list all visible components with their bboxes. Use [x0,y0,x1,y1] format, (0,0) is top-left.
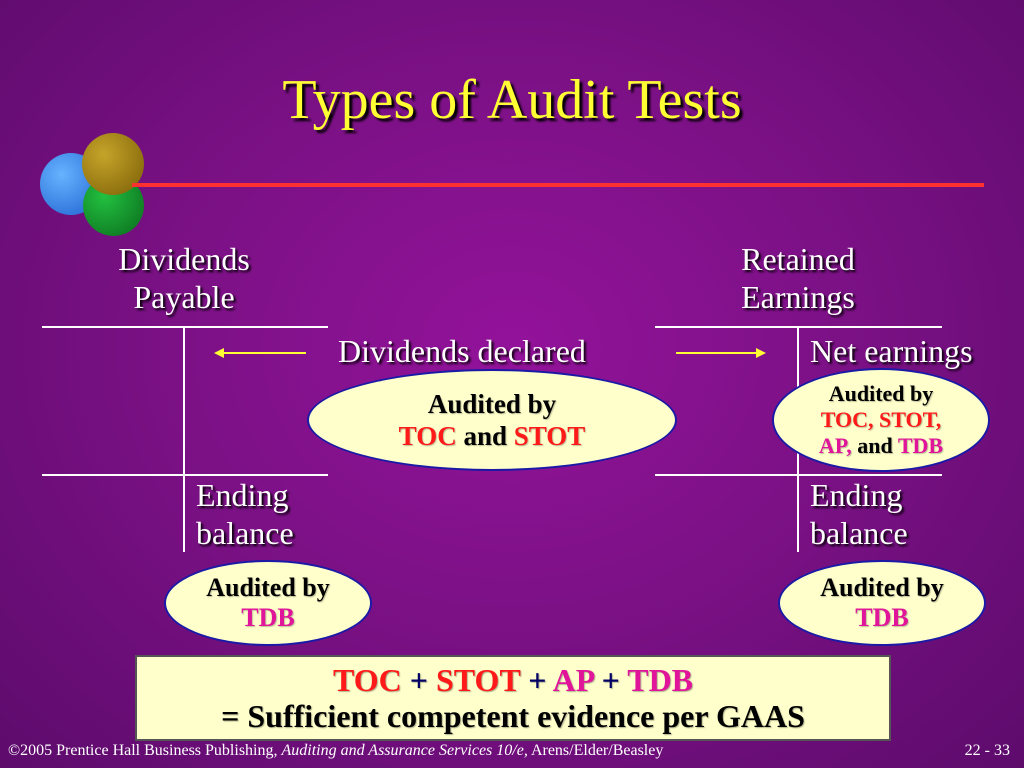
summary-line1: TOC + STOT + AP + TDB [333,662,693,698]
right-account-balance-line [655,474,942,476]
oval-right-bottom-line1: Audited by [820,573,944,602]
oval-right-top-stot: STOT, [879,407,942,432]
footer-page-number: 22 - 33 [964,742,1010,759]
oval-right-top-toc: TOC, [820,407,874,432]
left-account-top-line [42,326,328,328]
oval-right-top-tdb: TDB [897,433,944,458]
oval-right-top-line1: Audited by [828,381,934,406]
dividends-declared-label: Dividends declared [338,333,586,369]
arrow-left-icon [222,352,306,354]
arrow-right-icon [676,352,758,354]
right-account-title-line2: Earnings [741,279,855,315]
left-ending-line1: Ending [196,477,289,513]
summary-plus-1: + [409,662,428,698]
footer-authors: Arens/Elder/Beasley [530,742,664,759]
footer-prefix: ©2005 Prentice Hall Business Publishing, [8,742,278,759]
summary-tdb: TDB [627,662,694,698]
oval-right-top-and: and [857,433,893,458]
summary-plus-3: + [601,662,620,698]
summary-line2: = Sufficient competent evidence per GAAS [221,698,805,734]
net-earnings-label: Net earnings [810,333,973,369]
left-account-title-line2: Payable [133,279,235,315]
arrow-right-head-icon [756,348,766,358]
footer-credit: ©2005 Prentice Hall Business Publishing,… [8,742,663,760]
slide-title: Types of Audit Tests [282,69,742,131]
oval-middle-line1: Audited by [427,389,557,419]
oval-right-bottom: Audited by TDB [778,560,986,646]
right-account-title: Retained Earnings [698,240,898,316]
left-ending-line2: balance [196,515,294,551]
oval-middle-and: and [463,421,507,451]
oval-middle-stot: STOT [513,421,586,451]
oval-middle: Audited by TOC and STOT [307,369,677,471]
arrow-left-head-icon [214,348,224,358]
oval-right-top-ap: AP, [818,433,852,458]
left-account-balance-line [42,474,328,476]
summary-toc: TOC [332,662,402,698]
oval-right-top-line3: AP, and TDB [819,433,943,459]
oval-left-bottom-tdb: TDB [241,603,295,632]
oval-left-bottom-line1: Audited by [206,573,330,602]
oval-right-top: Audited by TOC, STOT, AP, and TDB [772,368,990,472]
right-ending-line1: Ending [810,477,903,513]
oval-right-top-line2: TOC, STOT, [821,407,941,433]
oval-left-bottom: Audited by TDB [164,560,372,646]
right-ending-line2: balance [810,515,908,551]
summary-plus-2: + [528,662,547,698]
left-account-title-line1: Dividends [118,241,250,277]
summary-stot: STOT [435,662,521,698]
summary-ap: AP [552,662,594,698]
left-account-divider [183,326,185,552]
title-rule [132,183,984,187]
oval-middle-line2: TOC and STOT [399,420,586,452]
summary-box: TOC + STOT + AP + TDB = Sufficient compe… [135,655,891,741]
left-account-title: Dividends Payable [84,240,284,316]
left-ending-balance: Ending balance [196,476,294,552]
oval-middle-toc: TOC [398,421,457,451]
footer-book: Auditing and Assurance Services 10/e, [281,742,528,759]
oval-right-bottom-tdb: TDB [855,603,909,632]
right-ending-balance: Ending balance [810,476,908,552]
right-account-title-line1: Retained [741,241,855,277]
